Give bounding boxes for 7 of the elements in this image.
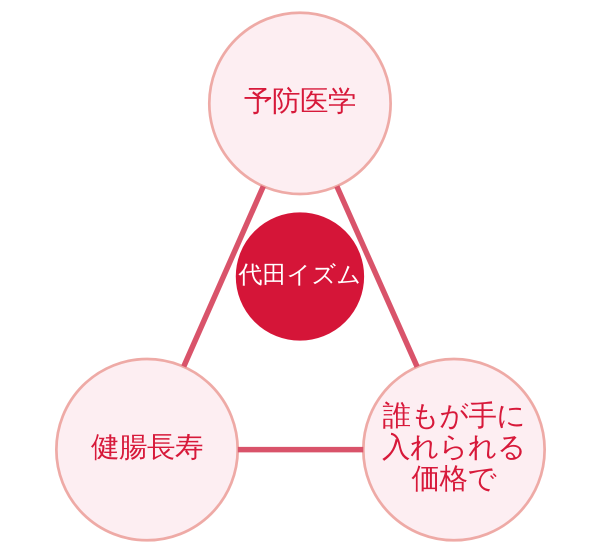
node-circle: 誰もが手に入れられる価格で <box>361 358 546 542</box>
connector <box>180 185 266 368</box>
connector <box>334 185 420 368</box>
node-circle: 健腸長寿 <box>54 358 239 542</box>
connector <box>237 446 363 452</box>
node-circle: 予防医学 <box>207 11 392 196</box>
node-circle: 代田イズム <box>235 212 364 341</box>
